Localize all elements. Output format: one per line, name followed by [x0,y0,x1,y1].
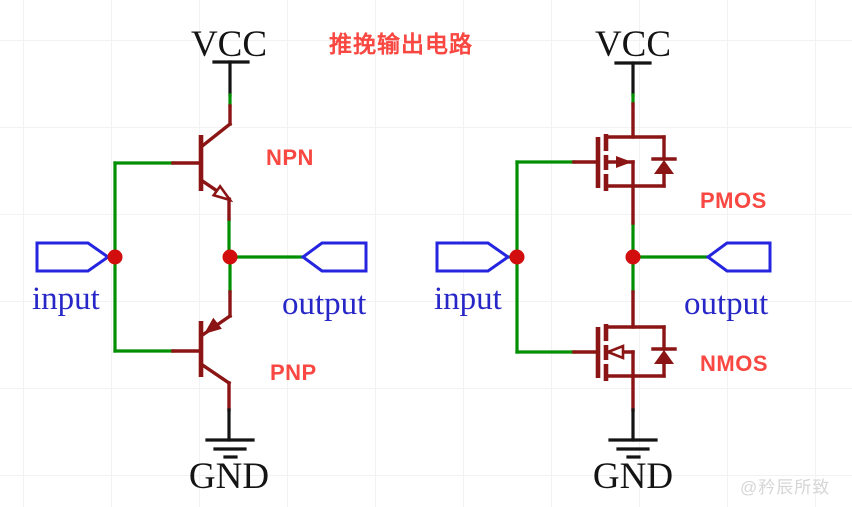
left-input-label: input [32,281,100,317]
pnp-label: PNP [270,360,317,385]
nmos-transistor-symbol[interactable] [572,290,677,412]
right-output-junction [625,249,641,265]
pmos-arrow [616,156,632,168]
left-vcc-symbol[interactable] [212,60,250,97]
left-gnd-symbol[interactable] [205,408,255,459]
left-wires [106,93,305,353]
nmos-label: NMOS [700,351,768,376]
left-gnd-label: GND [188,456,270,497]
pnp-transistor-symbol[interactable] [171,290,233,412]
right-wires [506,93,710,354]
nmos-arrow [604,344,625,360]
left-vcc-label: VCC [190,24,268,65]
nmos-body-diode [651,325,677,378]
pmos-transistor-symbol[interactable] [572,102,677,225]
right-vcc-symbol[interactable] [614,61,652,97]
right-output-port[interactable] [705,241,772,273]
right-gnd-symbol[interactable] [608,408,658,459]
npn-emitter-arrow [211,184,234,203]
pmos-body-diode [651,135,677,188]
right-input-junction [509,249,525,265]
right-vcc-label: VCC [594,24,672,65]
npn-label: NPN [266,145,314,170]
left-output-junction [222,249,238,265]
diagram-title: 推挽输出电路 [329,31,473,57]
pmos-label: PMOS [700,188,767,213]
pnp-emitter-arrow [204,317,222,334]
right-input-label: input [434,281,502,317]
left-output-port[interactable] [300,241,368,273]
right-output-label: output [684,286,769,322]
right-gnd-label: GND [592,456,674,497]
left-input-port[interactable] [35,241,111,273]
left-output-label: output [282,286,367,322]
left-input-junction [107,249,123,265]
npn-transistor-symbol[interactable] [171,104,234,221]
author-watermark: @矜辰所致 [740,478,831,497]
right-input-port[interactable] [435,241,511,273]
